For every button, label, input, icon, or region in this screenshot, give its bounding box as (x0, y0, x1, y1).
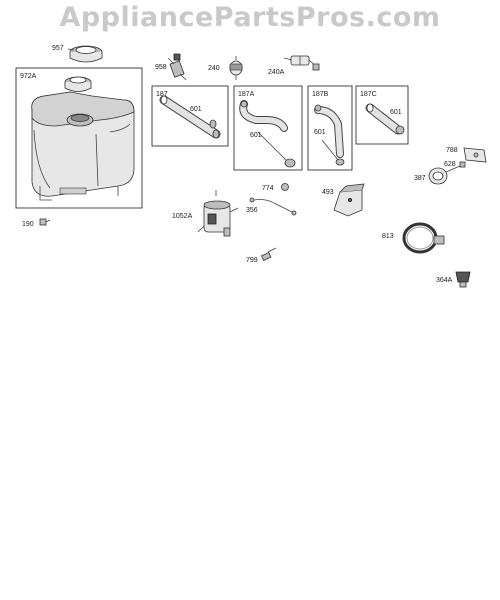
box-187B (307, 85, 353, 171)
label-799: 799 (246, 257, 258, 264)
hose-356-part[interactable] (249, 197, 297, 216)
fuel-pump-1052A-part[interactable] (197, 190, 239, 237)
label-493: 493 (322, 189, 334, 196)
shutoff-valve-958-part[interactable] (167, 53, 187, 81)
fuel-line-187B-part[interactable] (314, 104, 345, 166)
label-813: 813 (382, 233, 394, 240)
label-788: 788 (446, 147, 458, 154)
fitting-364A-part[interactable] (455, 271, 471, 288)
label-958: 958 (155, 64, 167, 71)
box-label-972A: 972A (20, 73, 37, 80)
clamp-774-part[interactable] (281, 183, 289, 191)
label-1052A: 1052A (172, 213, 193, 220)
box-187A (233, 85, 303, 171)
fitting-799-part[interactable] (260, 247, 277, 261)
label-240: 240 (208, 65, 220, 72)
box-label-187B: 187B (312, 91, 329, 98)
box-label-187C: 187C (360, 91, 377, 98)
bracket-788-part[interactable] (463, 147, 487, 163)
label-387: 387 (414, 175, 426, 182)
fuel-tank-part[interactable] (31, 76, 135, 201)
box-972A (15, 67, 143, 209)
fuel-line-187-part[interactable] (159, 95, 221, 139)
screw-190-part[interactable] (39, 218, 51, 226)
fuel-filter-240-part[interactable] (229, 56, 243, 80)
box-187C (355, 85, 409, 145)
fuel-line-187A-part[interactable] (239, 100, 296, 168)
label-628: 628 (444, 161, 456, 168)
box-187 (151, 85, 229, 147)
label-601-a: 601 (190, 106, 202, 113)
label-774: 774 (262, 185, 274, 192)
fuel-cap-part[interactable] (67, 45, 103, 63)
label-601-c: 601 (314, 129, 326, 136)
fuel-filter-240A-part[interactable] (283, 55, 320, 71)
label-601-b: 601 (250, 132, 262, 139)
clamp-387-part[interactable] (428, 165, 461, 185)
label-957: 957 (52, 45, 64, 52)
label-601-d: 601 (390, 109, 402, 116)
label-356: 356 (246, 207, 258, 214)
screw-628-part[interactable] (459, 161, 466, 168)
fuel-line-187C-part[interactable] (365, 103, 405, 135)
box-label-187: 187 (156, 91, 168, 98)
label-364A: 364A (436, 277, 453, 284)
box-label-187A: 187A (238, 91, 255, 98)
hose-clamp-813-part[interactable] (402, 222, 445, 254)
bracket-493-part[interactable] (333, 183, 365, 217)
label-240A: 240A (268, 69, 285, 76)
site-watermark: AppliancePartsPros.com (59, 2, 441, 33)
label-190: 190 (22, 221, 34, 228)
